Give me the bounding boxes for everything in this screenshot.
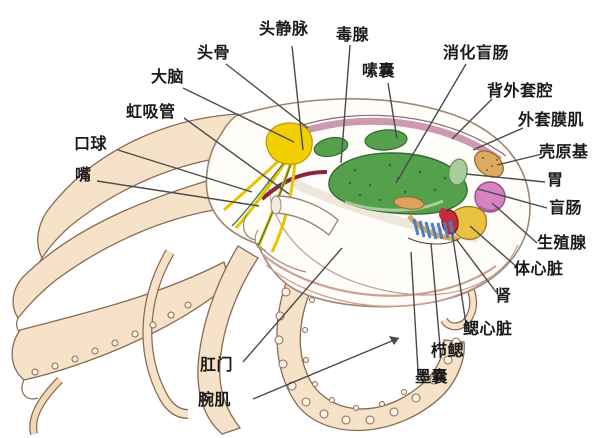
label-dorsal-mantle-cavity: 背外套腔 [487, 83, 554, 100]
label-arm-muscle: 腕肌 [198, 392, 232, 409]
leader-siphon [183, 117, 290, 195]
leader-kidney [456, 239, 497, 293]
label-gonad: 生殖腺 [537, 235, 587, 252]
label-cecum: 盲肠 [549, 200, 583, 217]
label-skull: 头骨 [197, 45, 231, 62]
label-crop: 嗉囊 [362, 63, 396, 80]
leader-shell-rudiment [496, 153, 543, 166]
leader-gonad [491, 202, 538, 244]
octopus-arms [11, 113, 478, 435]
label-shell-rudiment: 壳原基 [539, 144, 589, 161]
label-mantle-muscle: 外套膜肌 [518, 112, 585, 129]
leader-anus [242, 247, 343, 363]
label-digestive-cecum: 消化盲肠 [443, 45, 510, 62]
leader-stomach [465, 173, 546, 183]
leader-mouth [96, 180, 260, 207]
leader-mantle-muscle [472, 127, 524, 151]
leader-systemic-heart [469, 225, 519, 269]
suckers [31, 287, 461, 425]
label-buccal-bulb: 口球 [74, 136, 108, 153]
octopus-organs [223, 122, 506, 253]
label-brain: 大脑 [151, 69, 185, 86]
leader-cephalic-vein [291, 45, 304, 151]
leader-ctenidium [430, 242, 441, 347]
leader-gill-heart [451, 231, 467, 325]
leader-poison-gland [340, 44, 351, 164]
leader-cecum [477, 188, 548, 209]
label-systemic-heart: 体心脏 [514, 261, 564, 278]
label-anus: 肛门 [200, 357, 234, 374]
label-cephalic-vein: 头静脉 [259, 21, 309, 38]
leader-digestive-cecum [395, 63, 467, 184]
leader-arm-muscle [252, 337, 400, 400]
leader-arm-muscle-arrowhead [389, 336, 399, 345]
leader-lines [96, 44, 548, 400]
label-mouth: 嘴 [75, 167, 92, 184]
label-gill-heart: 鳃心脏 [463, 321, 513, 338]
label-siphon: 虹吸管 [126, 104, 176, 121]
leader-brain [182, 87, 295, 143]
leader-ink-sac [410, 251, 419, 372]
leader-buccal-bulb [117, 149, 253, 193]
label-ctenidium: 栉鳃 [431, 343, 465, 360]
leader-dorsal-mantle-cavity [451, 98, 493, 140]
label-ink-sac: 墨囊 [415, 369, 449, 386]
leader-skull [225, 63, 309, 129]
label-stomach: 胃 [547, 172, 564, 189]
label-poison-gland: 毒腺 [336, 27, 370, 44]
leader-crop [387, 82, 398, 140]
label-kidney: 肾 [495, 288, 512, 305]
